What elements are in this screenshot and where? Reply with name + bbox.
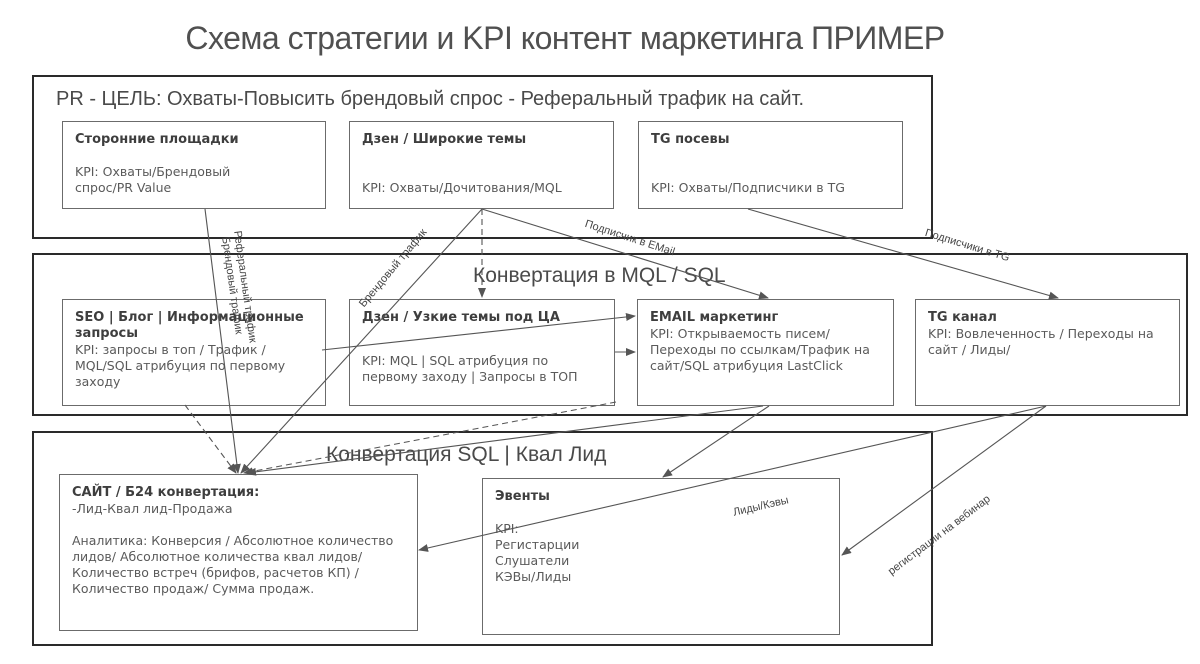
node-kpi-head: KPI: — [495, 521, 519, 536]
node-title: САЙТ / Б24 конвертация: — [72, 485, 260, 500]
group-sql-label: Конвертация SQL | Квал Лид — [326, 443, 607, 466]
node-kpi-line: Регистарции — [495, 537, 580, 552]
node-title: Сторонние площадки — [75, 132, 239, 147]
node-third-party-platforms[interactable]: Сторонние площадки KPI: Охваты/Брендовый… — [62, 121, 326, 209]
node-kpi: KPI: Охваты/Дочитования/MQL — [362, 180, 562, 195]
node-seo-blog[interactable]: SEO | Блог | Информационные запросы KPI:… — [62, 299, 326, 406]
node-title: SEO | Блог | Информационные запросы — [75, 310, 304, 341]
group-pr-label: PR - ЦЕЛЬ: Охваты-Повысить брендовый спр… — [56, 88, 805, 110]
node-kpi: KPI: Открываемость писем/Переходы по ссы… — [650, 326, 870, 373]
node-tg-channel[interactable]: TG канал KPI: Вовлеченность / Переходы н… — [915, 299, 1180, 406]
group-mql-sql-label: Конвертация в MQL / SQL — [473, 264, 726, 287]
node-dzen-broad[interactable]: Дзен / Широкие темы KPI: Охваты/Дочитова… — [349, 121, 614, 209]
node-subtitle: -Лид-Квал лид-Продажа — [72, 501, 233, 516]
node-email-marketing[interactable]: EMAIL маркетинг KPI: Открываемость писем… — [637, 299, 894, 406]
node-kpi: KPI: Охваты/Подписчики в TG — [651, 180, 845, 195]
node-dzen-narrow[interactable]: Дзен / Узкие темы под ЦА KPI: MQL | SQL … — [349, 299, 615, 406]
node-site-b24[interactable]: САЙТ / Б24 конвертация: -Лид-Квал лид-Пр… — [59, 474, 418, 631]
node-title: TG канал — [928, 310, 997, 325]
node-tg-seeding[interactable]: TG посевы KPI: Охваты/Подписчики в TG — [638, 121, 903, 209]
node-title: Дзен / Узкие темы под ЦА — [362, 310, 560, 325]
node-kpi: KPI: Охваты/Брендовый спрос/PR Value — [75, 164, 231, 195]
node-kpi: KPI: Вовлеченность / Переходы на сайт / … — [928, 326, 1154, 357]
node-kpi: KPI: запросы в топ / Трафик / MQL/SQL ат… — [75, 342, 286, 389]
node-kpi: Аналитика: Конверсия / Абсолютное количе… — [72, 533, 394, 596]
node-kpi: KPI: MQL | SQL атрибуция по первому захо… — [362, 353, 578, 384]
node-title: EMAIL маркетинг — [650, 310, 779, 325]
node-kpi-line: КЭВы/Лиды — [495, 569, 572, 584]
node-title: Дзен / Широкие темы — [362, 132, 527, 147]
node-title: TG посевы — [651, 132, 730, 147]
node-kpi-line: Слушатели — [495, 553, 570, 568]
diagram-title: Схема стратегии и KPI контент маркетинга… — [185, 20, 945, 56]
